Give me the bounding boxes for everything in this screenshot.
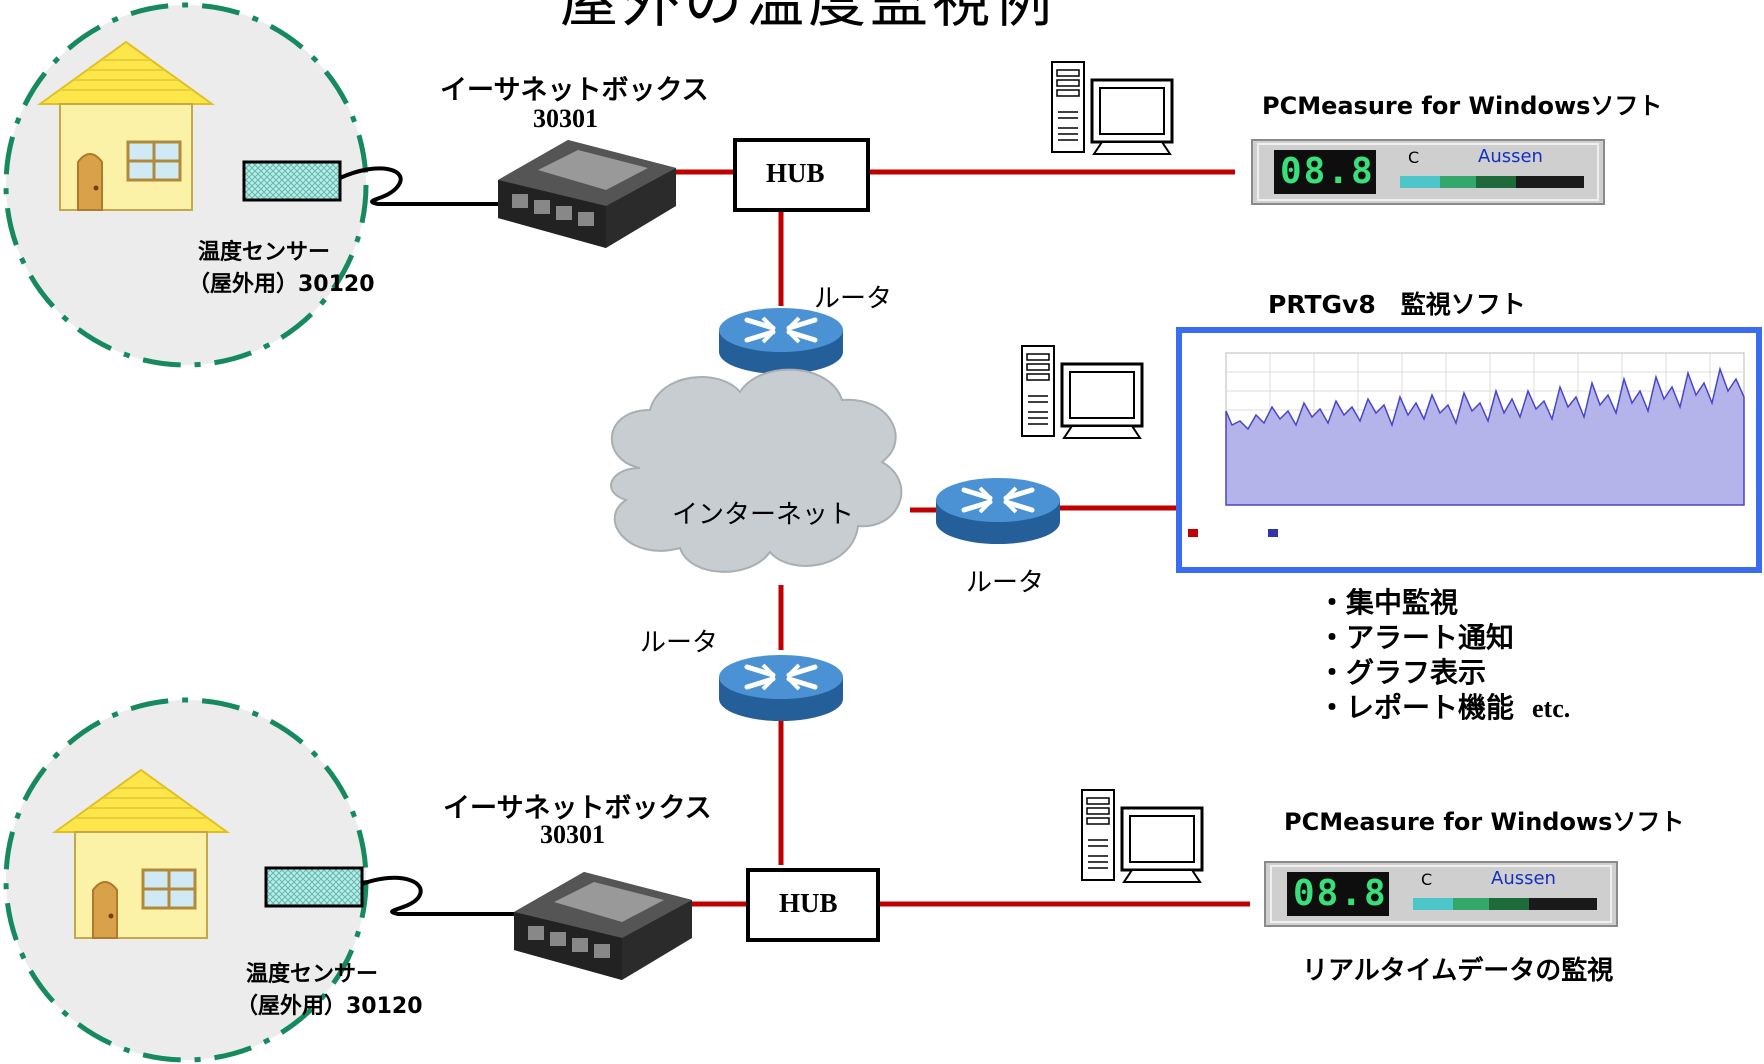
feature-item: ・レポート機能 etc.	[1318, 690, 1570, 726]
router-label: ルータ	[640, 628, 719, 658]
feature-item: ・アラート通知	[1318, 621, 1515, 654]
ethernet-box-label: イーサネットボックス	[440, 75, 709, 106]
router-icon	[719, 308, 843, 374]
prtg-graph-screenshot	[1176, 327, 1762, 573]
prtg-graph	[1182, 333, 1756, 567]
router-label: ルータ	[814, 284, 893, 314]
sensor-model-label: （屋外用）30120	[236, 994, 423, 1019]
prtg-temperature-series	[1225, 366, 1745, 506]
pc-icon	[1080, 788, 1204, 884]
prtg-feature-list: ・集中監視 ・アラート通知 ・グラフ表示 ・レポート機能 etc.	[1318, 585, 1570, 726]
sensor-label: 温度センサー	[246, 962, 379, 987]
sensor-name: Aussen	[1478, 146, 1543, 167]
hub-label: HUB	[766, 158, 825, 188]
house-site-bottom	[3, 697, 520, 1063]
temperature-display: 08.8	[1280, 151, 1375, 192]
feature-item: ・集中監視	[1318, 586, 1459, 619]
ethernet-box-icon	[514, 872, 692, 980]
router-icon	[936, 478, 1060, 544]
diagram-title: 屋外の温度監視例	[560, 0, 1057, 35]
hub-label: HUB	[779, 888, 838, 918]
temperature-unit: C	[1408, 148, 1420, 167]
temperature-display: 08.8	[1293, 873, 1388, 914]
sensor-name: Aussen	[1491, 868, 1556, 889]
sensor-cable	[361, 875, 520, 916]
prtg-software-label: PRTGv8 監視ソフト	[1268, 290, 1526, 319]
ethernet-box-model: 30301	[540, 820, 605, 849]
ethernet-box-label: イーサネットボックス	[443, 793, 712, 824]
internet-cloud-icon	[610, 368, 903, 573]
ethernet-box-model: 30301	[533, 104, 598, 133]
temperature-sensor-icon	[264, 866, 364, 908]
realtime-monitoring-caption: リアルタイムデータの監視	[1302, 956, 1614, 986]
feature-item: ・グラフ表示	[1318, 656, 1487, 689]
network-links	[674, 169, 1250, 907]
feature-etc: etc.	[1532, 694, 1571, 723]
hub-top	[733, 138, 870, 212]
ethernet-box-icon	[498, 140, 676, 248]
pcmeasure-software-label: PCMeasure for Windowsソフト	[1262, 92, 1663, 120]
router-icon	[719, 655, 843, 721]
feature-item-text: ・レポート機能	[1318, 691, 1515, 724]
sensor-cable	[339, 166, 500, 206]
temperature-unit: C	[1421, 870, 1433, 889]
pc-icon	[1020, 344, 1144, 440]
hub-bottom	[746, 868, 880, 942]
temperature-sensor-icon	[242, 160, 342, 202]
house-site-top	[3, 2, 500, 368]
internet-label: インターネット	[672, 500, 855, 530]
sensor-model-label: （屋外用）30120	[188, 272, 375, 297]
pcmeasure-software-label: PCMeasure for Windowsソフト	[1284, 808, 1685, 836]
router-label: ルータ	[966, 568, 1045, 598]
pc-icon	[1050, 60, 1174, 156]
sensor-label: 温度センサー	[198, 240, 331, 265]
